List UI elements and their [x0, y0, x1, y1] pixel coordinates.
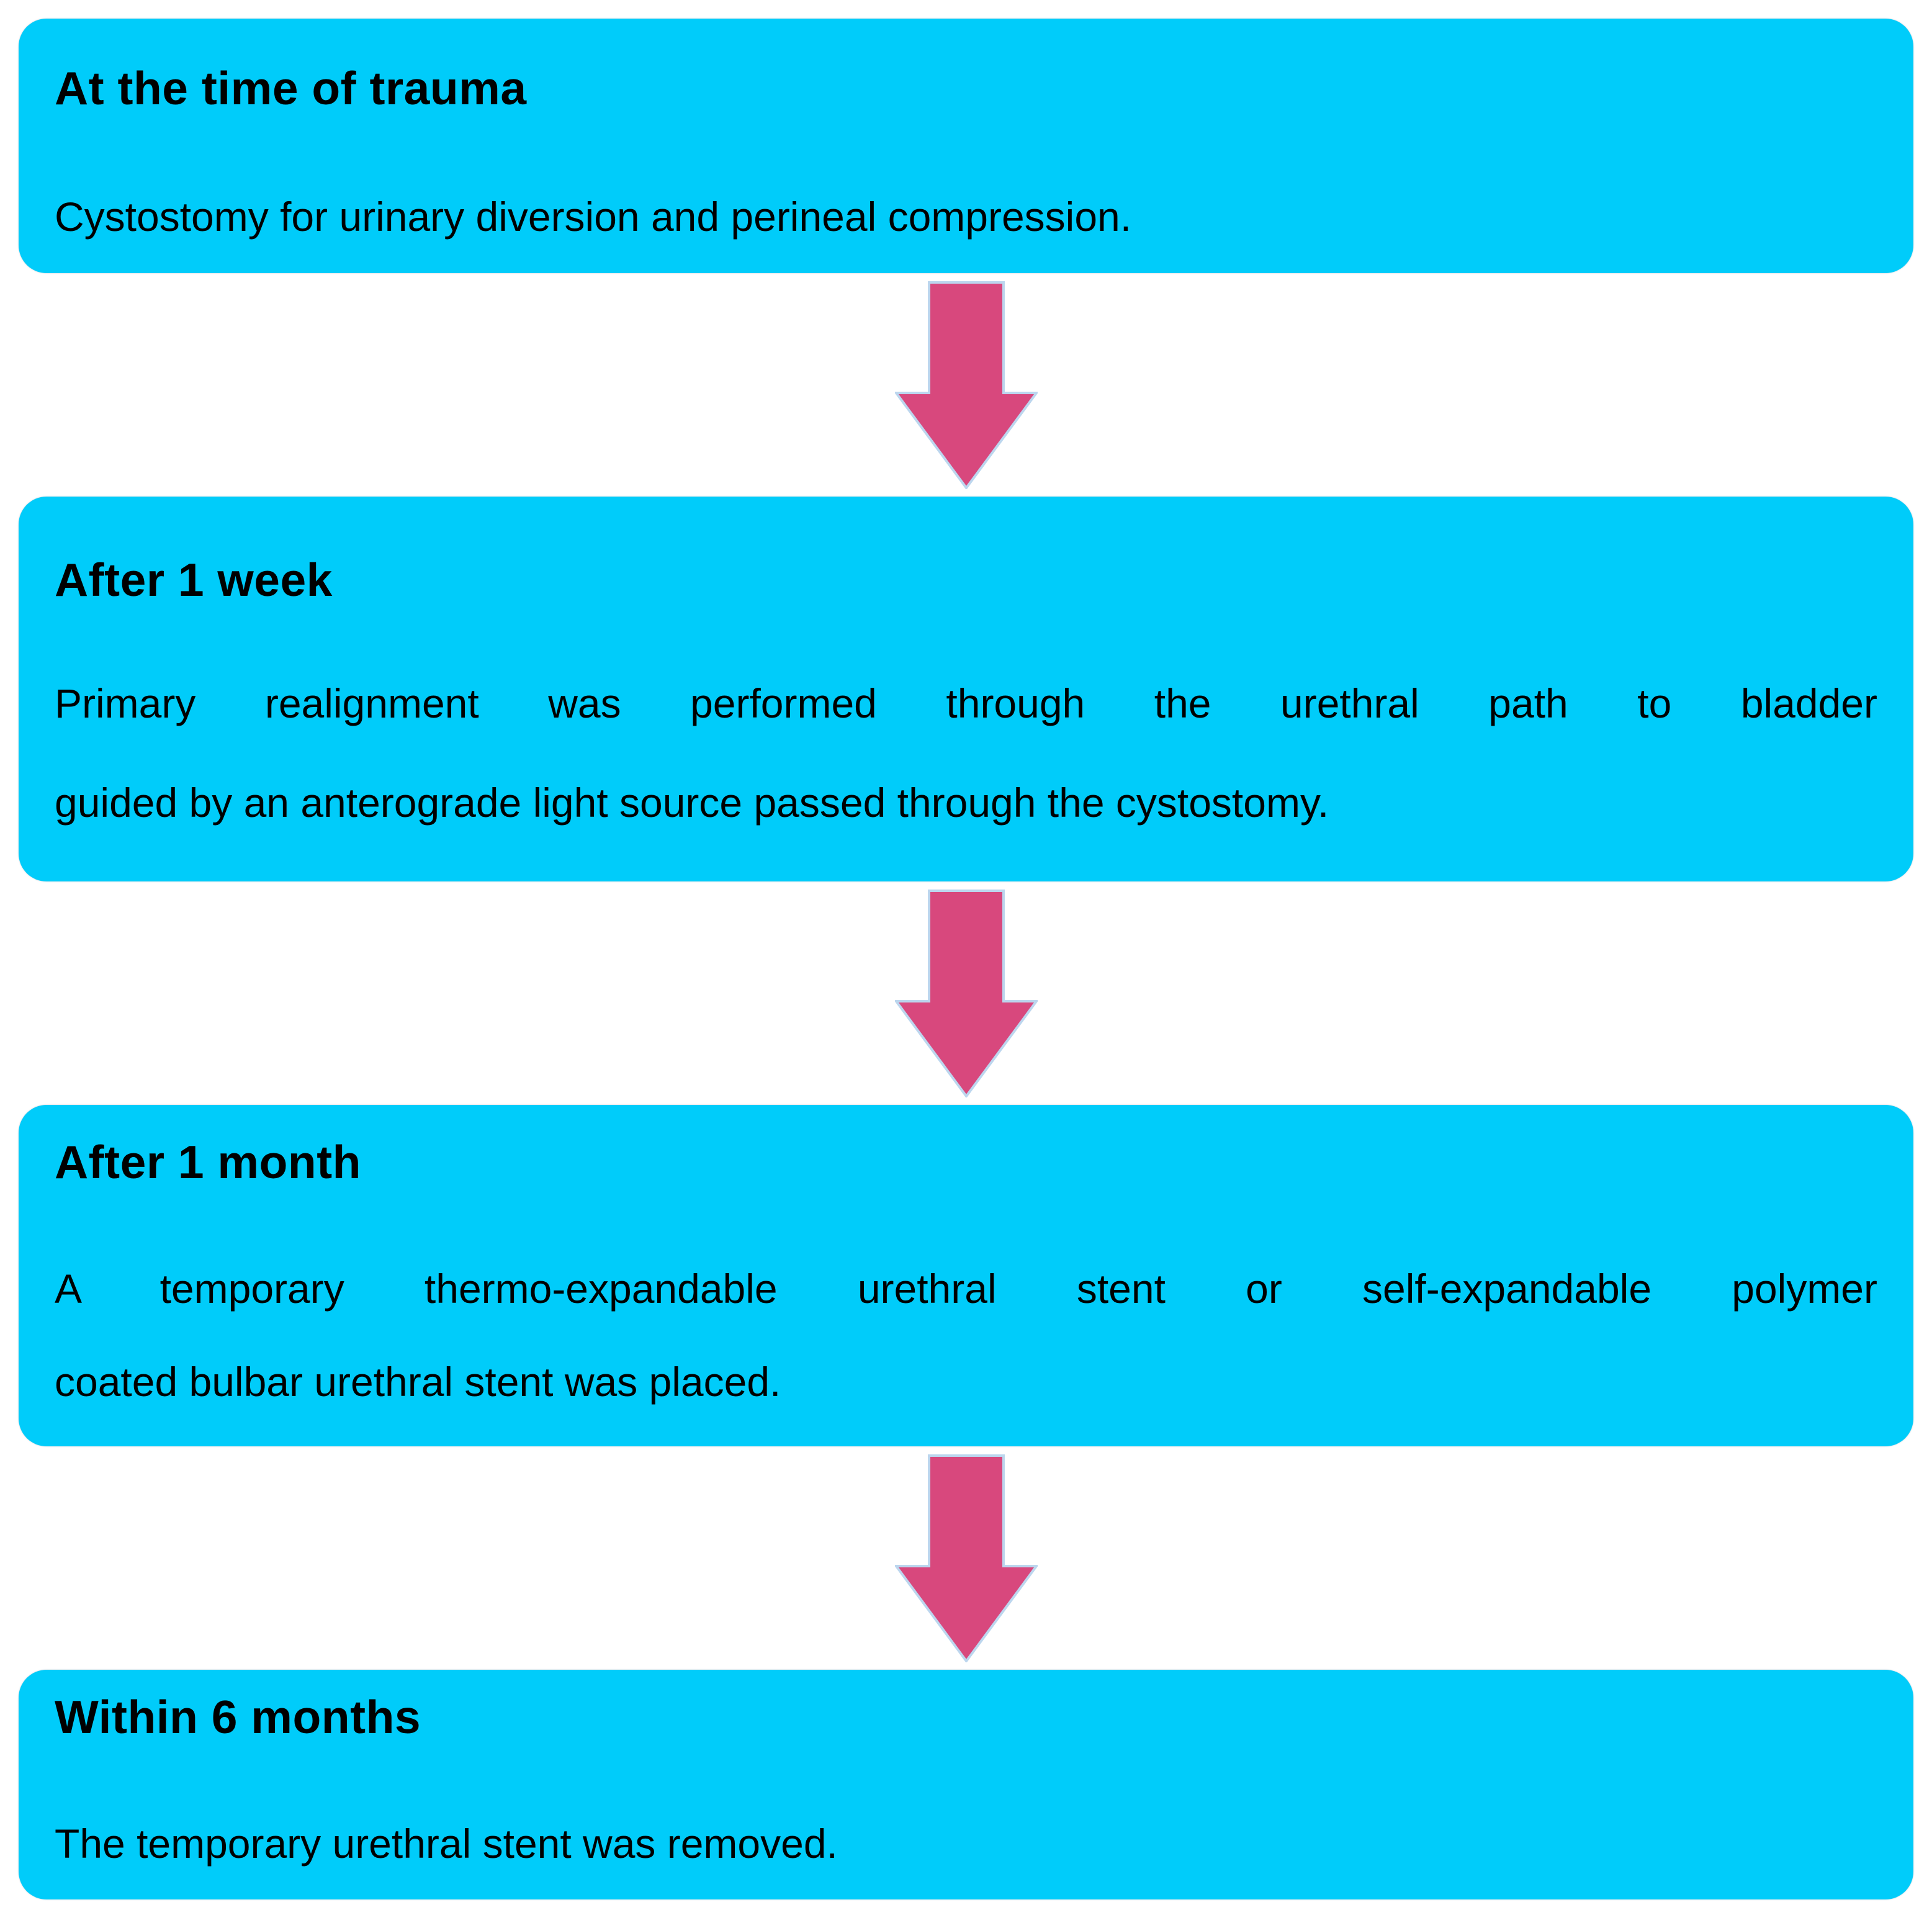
connector: [894, 273, 1038, 497]
step-box-after-1-month: After 1 month A temporary thermo-expanda…: [19, 1105, 1913, 1446]
step-box-within-6-months: Within 6 months The temporary urethral s…: [19, 1670, 1913, 1899]
down-arrow-icon: [894, 281, 1038, 489]
step-title: At the time of trauma: [55, 62, 527, 114]
down-arrow-icon: [894, 1454, 1038, 1662]
step-title: After 1 month: [55, 1136, 361, 1188]
down-arrow-icon: [894, 889, 1038, 1097]
connector: [894, 1446, 1038, 1670]
step-title: After 1 week: [55, 554, 333, 606]
step-body-line: Cystostomy for urinary diversion and per…: [55, 194, 1132, 240]
step-body: Cystostomy for urinary diversion and per…: [55, 170, 1877, 263]
step-title: Within 6 months: [55, 1691, 421, 1743]
step-body-line: guided by an anterograde light source pa…: [55, 780, 1329, 826]
step-body-line: Primary realignment was performed throug…: [55, 680, 1877, 726]
treatment-timeline-flowchart: At the time of trauma Cystostomy for uri…: [19, 19, 1913, 1899]
step-box-at-time-of-trauma: At the time of trauma Cystostomy for uri…: [19, 19, 1913, 273]
step-body: The temporary urethral stent was removed…: [55, 1797, 1877, 1890]
step-body: A temporary thermo-expandable urethral s…: [55, 1242, 1877, 1428]
step-body: Primary realignment was performed throug…: [55, 654, 1877, 852]
step-box-after-1-week: After 1 week Primary realignment was per…: [19, 497, 1913, 881]
step-body-line: A temporary thermo-expandable urethral s…: [55, 1266, 1877, 1312]
step-body-line: coated bulbar urethral stent was placed.: [55, 1359, 781, 1405]
connector: [894, 881, 1038, 1105]
step-body-line: The temporary urethral stent was removed…: [55, 1821, 838, 1867]
